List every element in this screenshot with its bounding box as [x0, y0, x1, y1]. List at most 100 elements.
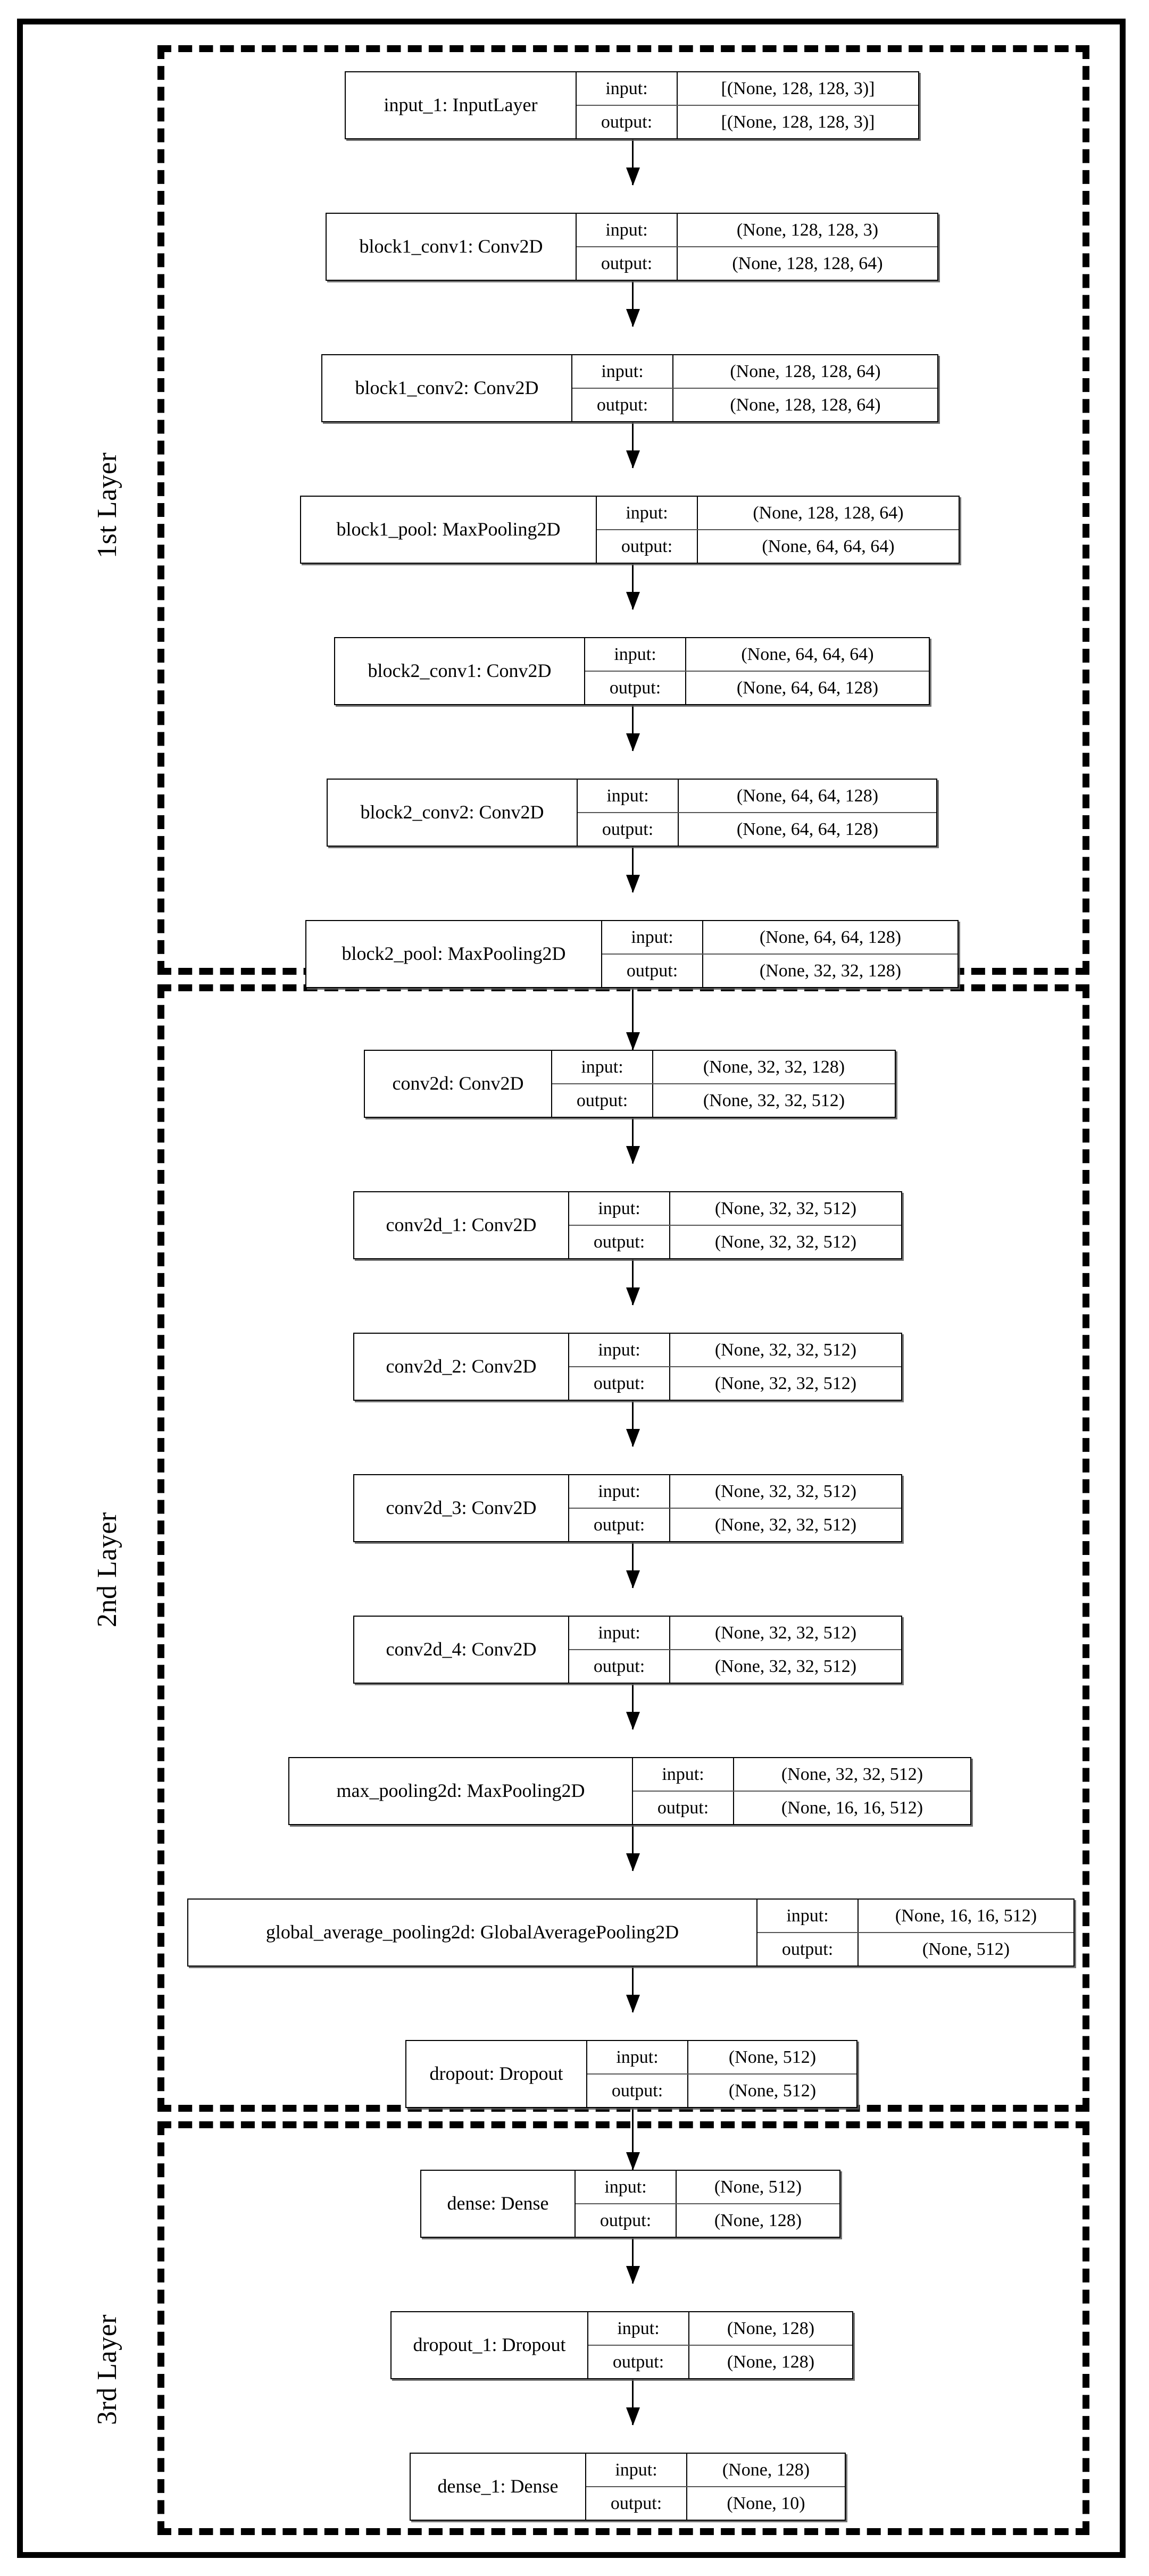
node-io-row-output: output: (None, 64, 64, 64)	[597, 530, 959, 563]
node-input-key: input:	[552, 1051, 653, 1083]
node-io-table: input: (None, 64, 64, 128) output: (None…	[578, 780, 936, 846]
node-name-label: block1_conv1: Conv2D	[327, 214, 577, 280]
node-dropout-1[interactable]: dropout_1: Dropout input: (None, 128) ou…	[390, 2311, 853, 2379]
node-output-shape: (None, 32, 32, 512)	[714, 1373, 857, 1393]
node-io-row-input: input: (None, 16, 16, 512)	[757, 1900, 1073, 1933]
arrow-conv2d2-to-conv2d3	[632, 1401, 634, 1446]
node-input-shape: (None, 128, 128, 64)	[730, 361, 881, 381]
node-input-shape: (None, 512)	[714, 2177, 802, 2197]
arrow-block2conv1-to-block2conv2	[632, 705, 634, 751]
node-conv2d-3[interactable]: conv2d_3: Conv2D input: (None, 32, 32, 5…	[353, 1474, 902, 1542]
node-global-average-pooling2d[interactable]: global_average_pooling2d: GlobalAverageP…	[187, 1898, 1075, 1967]
node-io-row-input: input: (None, 32, 32, 512)	[569, 1475, 901, 1509]
node-block1-conv2[interactable]: block1_conv2: Conv2D input: (None, 128, …	[321, 354, 938, 422]
node-output-key: output:	[633, 1792, 734, 1824]
node-input-key: input:	[588, 2312, 689, 2345]
node-io-row-output: output: (None, 32, 32, 512)	[552, 1084, 895, 1117]
node-io-table: input: [(None, 128, 128, 3)] output: [(N…	[577, 72, 918, 138]
node-block2-pool[interactable]: block2_pool: MaxPooling2D input: (None, …	[305, 920, 959, 988]
node-output-shape: (None, 512)	[922, 1939, 1010, 1959]
node-name-label: dense: Dense	[421, 2171, 576, 2237]
node-io-table: input: (None, 128, 128, 64) output: (Non…	[572, 355, 937, 421]
section-label-2nd-layer: 2nd Layer	[92, 1512, 122, 1627]
node-io-table: input: (None, 128, 128, 3) output: (None…	[577, 214, 937, 280]
node-conv2d-4[interactable]: conv2d_4: Conv2D input: (None, 32, 32, 5…	[353, 1616, 902, 1684]
node-conv2d-2[interactable]: conv2d_2: Conv2D input: (None, 32, 32, 5…	[353, 1333, 902, 1401]
node-name-label: block1_pool: MaxPooling2D	[301, 497, 597, 563]
node-io-row-input: input: (None, 128)	[588, 2312, 852, 2346]
node-io-table: input: (None, 16, 16, 512) output: (None…	[757, 1900, 1073, 1966]
node-io-row-input: input: (None, 32, 32, 512)	[569, 1192, 901, 1226]
node-io-row-output: output: (None, 64, 64, 128)	[578, 813, 936, 846]
node-input-key: input:	[757, 1900, 859, 1932]
node-output-shape: (None, 32, 32, 512)	[714, 1515, 857, 1535]
node-dense-1[interactable]: dense_1: Dense input: (None, 128) output…	[410, 2453, 846, 2521]
node-input-1[interactable]: input_1: InputLayer input: [(None, 128, …	[345, 71, 919, 139]
node-name-label: block2_conv1: Conv2D	[335, 638, 585, 704]
arrow-dropout1-to-dense1	[632, 2379, 634, 2425]
node-input-key: input:	[569, 1475, 670, 1508]
node-io-table: input: (None, 128) output: (None, 128)	[588, 2312, 852, 2378]
node-max-pooling2d[interactable]: max_pooling2d: MaxPooling2D input: (None…	[288, 1757, 971, 1825]
arrow-gap2d-to-dropout	[632, 1967, 634, 2012]
node-io-row-input: input: (None, 32, 32, 512)	[569, 1334, 901, 1367]
node-io-row-output: output: (None, 512)	[757, 1933, 1073, 1966]
node-output-key: output:	[569, 1509, 670, 1541]
node-input-shape: (None, 32, 32, 512)	[714, 1198, 857, 1218]
section-label-1st-layer: 1st Layer	[92, 452, 122, 558]
node-output-shape: (None, 64, 64, 64)	[762, 536, 895, 556]
node-conv2d[interactable]: conv2d: Conv2D input: (None, 32, 32, 128…	[364, 1050, 896, 1118]
arrow-conv2d3-to-conv2d4	[632, 1542, 634, 1588]
node-name-label: input_1: InputLayer	[346, 72, 577, 138]
node-output-key: output:	[552, 1084, 653, 1117]
arrow-block1conv1-to-block1conv2	[632, 281, 634, 327]
node-block2-conv1[interactable]: block2_conv1: Conv2D input: (None, 64, 6…	[334, 637, 930, 705]
node-output-key: output:	[597, 530, 698, 563]
node-output-key: output:	[757, 1933, 859, 1966]
node-input-key: input:	[577, 72, 678, 105]
node-io-table: input: (None, 128) output: (None, 10)	[586, 2454, 845, 2520]
node-output-shape: (None, 32, 32, 512)	[714, 1232, 857, 1252]
node-input-shape: (None, 128, 128, 3)	[736, 220, 879, 240]
node-output-key: output:	[587, 2075, 688, 2107]
node-io-table: input: (None, 32, 32, 512) output: (None…	[633, 1758, 970, 1824]
node-io-row-output: output: [(None, 128, 128, 3)]	[577, 106, 918, 138]
arrow-maxpooling2d-to-gap2d	[632, 1825, 634, 1871]
node-io-table: input: (None, 32, 32, 128) output: (None…	[552, 1051, 895, 1117]
node-name-label: dropout_1: Dropout	[392, 2312, 588, 2378]
node-block1-pool[interactable]: block1_pool: MaxPooling2D input: (None, …	[300, 496, 960, 564]
node-output-shape: (None, 128, 128, 64)	[730, 395, 881, 415]
node-input-shape: [(None, 128, 128, 3)]	[721, 78, 875, 98]
node-input-key: input:	[569, 1617, 670, 1649]
node-output-key: output:	[588, 2346, 689, 2378]
node-output-shape: (None, 32, 32, 128)	[759, 960, 902, 981]
node-dropout[interactable]: dropout: Dropout input: (None, 512) outp…	[405, 2040, 857, 2108]
node-input-key: input:	[585, 638, 686, 671]
node-block1-conv1[interactable]: block1_conv1: Conv2D input: (None, 128, …	[326, 213, 938, 281]
node-io-row-input: input: (None, 64, 64, 64)	[585, 638, 929, 672]
arrow-conv2d1-to-conv2d2	[632, 1259, 634, 1305]
node-name-label: conv2d_4: Conv2D	[354, 1617, 569, 1683]
node-name-label: max_pooling2d: MaxPooling2D	[289, 1758, 633, 1824]
node-block2-conv2[interactable]: block2_conv2: Conv2D input: (None, 64, 6…	[327, 779, 937, 847]
node-io-row-input: input: (None, 128, 128, 64)	[572, 355, 937, 389]
node-input-shape: (None, 128, 128, 64)	[753, 503, 904, 523]
node-dense[interactable]: dense: Dense input: (None, 512) output: …	[420, 2170, 840, 2238]
node-io-row-input: input: (None, 32, 32, 128)	[552, 1051, 895, 1084]
node-output-shape: (None, 512)	[728, 2080, 817, 2101]
node-io-row-input: input: (None, 512)	[587, 2041, 856, 2075]
node-io-table: input: (None, 128, 128, 64) output: (Non…	[597, 497, 959, 563]
node-input-key: input:	[587, 2041, 688, 2073]
node-output-shape: [(None, 128, 128, 3)]	[721, 112, 875, 132]
node-input-shape: (None, 32, 32, 128)	[703, 1057, 845, 1077]
arrow-input1-to-block1conv1	[632, 139, 634, 185]
node-name-label: conv2d_1: Conv2D	[354, 1192, 569, 1258]
arrow-dense-to-dropout1	[632, 2238, 634, 2284]
node-name-label: block2_conv2: Conv2D	[328, 780, 578, 846]
node-conv2d-1[interactable]: conv2d_1: Conv2D input: (None, 32, 32, 5…	[353, 1191, 902, 1259]
node-input-shape: (None, 128)	[722, 2460, 810, 2480]
diagram-outer-frame	[17, 19, 1126, 2558]
node-io-row-input: input: (None, 128, 128, 3)	[577, 214, 937, 247]
node-output-shape: (None, 16, 16, 512)	[781, 1797, 923, 1818]
node-io-table: input: (None, 512) output: (None, 512)	[587, 2041, 856, 2107]
